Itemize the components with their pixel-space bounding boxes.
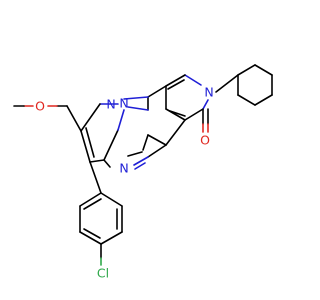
bond xyxy=(83,228,101,239)
atom-label-cl: Cl xyxy=(97,266,109,281)
bond xyxy=(165,74,186,87)
background xyxy=(0,0,300,300)
bond xyxy=(123,96,149,100)
atom-label-o-carbonyl: O xyxy=(200,133,210,148)
bond xyxy=(127,151,143,157)
bond xyxy=(134,162,146,170)
bond xyxy=(165,119,186,146)
bond xyxy=(85,127,95,158)
bond xyxy=(83,198,102,210)
bond xyxy=(167,79,185,90)
atom-label-o-ether: O xyxy=(35,99,45,114)
bond xyxy=(165,108,186,121)
bond xyxy=(100,231,123,245)
bond xyxy=(66,105,82,132)
bond xyxy=(142,134,149,151)
bond xyxy=(147,85,167,98)
bond xyxy=(133,156,149,166)
bond xyxy=(103,159,111,168)
bond xyxy=(80,103,101,132)
bond xyxy=(202,99,209,110)
bond xyxy=(79,192,102,207)
bond xyxy=(169,110,186,117)
bond xyxy=(79,231,102,245)
bond xyxy=(147,144,167,158)
bond xyxy=(89,161,102,194)
molecule-diagram: N N N N O O Cl xyxy=(0,0,300,300)
atom-label-n-top: N xyxy=(204,85,213,100)
bond xyxy=(254,64,273,76)
atom-label-n-ring-low: N xyxy=(119,161,128,176)
bond xyxy=(184,108,204,121)
atom-label-n-ring-right: N xyxy=(106,97,115,112)
bond xyxy=(237,94,256,106)
atom-label-n-ring-left: N xyxy=(119,96,128,111)
bond xyxy=(89,159,105,163)
bond xyxy=(184,74,202,86)
atom-label-layer: N N N N O O Cl xyxy=(35,85,214,281)
bond xyxy=(117,109,125,131)
bond xyxy=(80,130,91,163)
bond xyxy=(103,129,119,161)
bond xyxy=(215,74,239,93)
bond xyxy=(100,192,123,207)
bond xyxy=(237,64,256,76)
bond xyxy=(147,134,167,146)
bond-layer xyxy=(13,64,273,266)
bond xyxy=(127,106,149,111)
bond xyxy=(254,94,273,106)
